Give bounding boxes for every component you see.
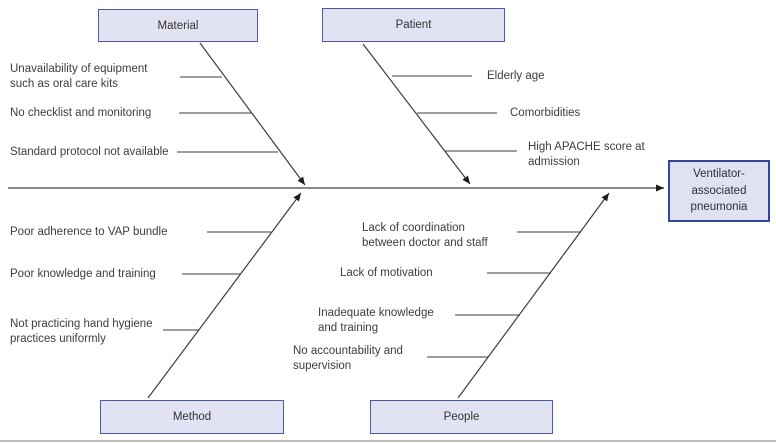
- patient-bone: [362, 43, 471, 185]
- method-cause-2: Poor knowledge and training: [10, 268, 156, 280]
- category-box-people: People: [370, 400, 553, 434]
- category-label-method: Method: [172, 411, 212, 423]
- patient-cause-3: High APACHE score at admission: [528, 141, 645, 168]
- category-box-material: Material: [98, 9, 258, 42]
- category-label-material: Material: [157, 19, 199, 32]
- effect-box: Ventilator-associated pneumonia: [668, 160, 770, 222]
- patient-cause-1: Elderly age: [487, 70, 545, 82]
- people-cause-3: Inadequate knowledge and training: [318, 307, 434, 334]
- material-cause-3: Standard protocol not available: [10, 146, 169, 158]
- category-box-patient: Patient: [322, 8, 505, 42]
- category-box-method: Method: [100, 400, 284, 434]
- material-bone: [199, 42, 306, 186]
- material-cause-1: Unavailability of equipment such as oral…: [10, 63, 148, 90]
- people-cause-1: Lack of coordination between doctor and …: [362, 222, 488, 249]
- people-cause-2: Lack of motivation: [340, 267, 433, 279]
- method-cause-3: Not practicing hand hygiene practices un…: [10, 318, 153, 345]
- material-cause-2: No checklist and monitoring: [10, 107, 152, 119]
- effect-label: Ventilator-associated pneumonia: [690, 167, 748, 214]
- method-cause-1: Poor adherence to VAP bundle: [10, 226, 168, 238]
- category-label-patient: Patient: [395, 19, 432, 31]
- people-cause-4: No accountability and supervision: [293, 345, 403, 372]
- people-bone: [457, 192, 610, 399]
- method-bone: [147, 192, 302, 399]
- category-label-people: People: [443, 411, 480, 423]
- patient-cause-2: Comorbidities: [510, 107, 581, 119]
